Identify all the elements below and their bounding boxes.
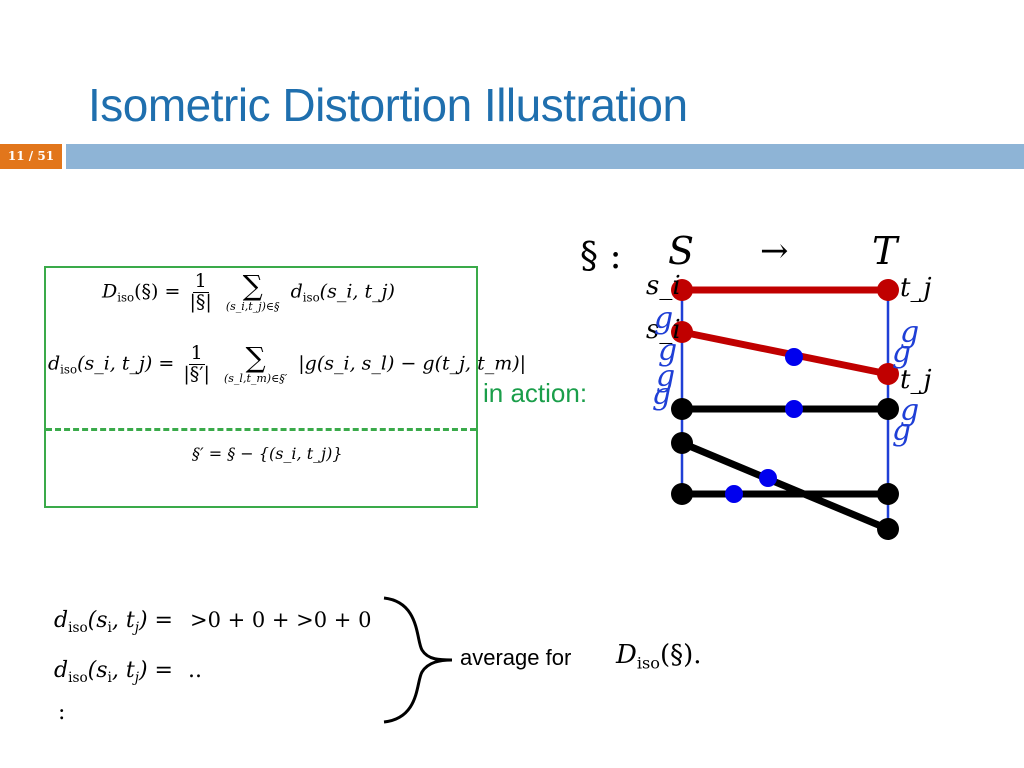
formula-box: Diso(§) = 1|§| ∑(s_i,t_j)∈§ diso(s_i, t_… bbox=[44, 266, 526, 508]
node-s-i-top bbox=[671, 279, 693, 301]
target-label: T bbox=[872, 229, 900, 273]
page-number-badge: 11 / 51 bbox=[0, 144, 62, 169]
g-label-right-3: g bbox=[900, 393, 919, 428]
node-source-5 bbox=[671, 483, 693, 505]
header-rule bbox=[66, 144, 1024, 169]
average-formula: Diso(§). bbox=[616, 640, 702, 673]
match-line-black-2 bbox=[680, 439, 890, 533]
node-source-3 bbox=[671, 398, 693, 420]
arrow-label: → bbox=[760, 231, 789, 271]
row1-values: >0 + 0 + >0 + 0 bbox=[189, 608, 372, 632]
label-t-j-1: t_j bbox=[900, 273, 932, 303]
midpoint-3 bbox=[759, 469, 777, 487]
midpoint-1 bbox=[785, 348, 803, 366]
source-label: S bbox=[668, 229, 694, 273]
g-label-left-4: g bbox=[652, 377, 671, 412]
label-s-i-2: s_i bbox=[646, 315, 681, 345]
row2-values: .. bbox=[187, 658, 202, 683]
bottom-row-3: : bbox=[58, 700, 66, 725]
midpoint-2 bbox=[785, 400, 803, 418]
bottom-row-1: diso(si, tj) = >0 + 0 + >0 + 0 bbox=[54, 608, 372, 636]
g-label-left-1: g bbox=[654, 301, 673, 336]
point-labels: s_i s_i t_j t_j bbox=[646, 271, 932, 395]
average-text: average for bbox=[460, 645, 572, 670]
node-s-i-second bbox=[671, 321, 693, 343]
bottom-row-2: diso(si, tj) = .. bbox=[54, 658, 202, 686]
map-symbol: § : bbox=[580, 236, 622, 277]
g-label-right-2: g bbox=[892, 335, 911, 370]
in-action-label: in action: bbox=[483, 378, 588, 408]
node-t-j-top bbox=[877, 279, 899, 301]
g-label-left-2: g bbox=[658, 333, 677, 368]
formula-D-iso: Diso(§) = 1|§| ∑(s_i,t_j)∈§ diso(s_i, t_… bbox=[102, 269, 395, 313]
curly-brace bbox=[383, 596, 453, 724]
formula-set-difference: §′ = § − {(s_i, t_j)} bbox=[192, 444, 343, 463]
slide-title: Isometric Distortion Illustration bbox=[88, 79, 688, 131]
g-label-right-1: g bbox=[900, 315, 919, 350]
node-t-j-second bbox=[877, 363, 899, 385]
g-label-left-3: g bbox=[656, 359, 675, 394]
label-t-j-2: t_j bbox=[900, 365, 932, 395]
geodesic-g-labels: g g g g g g g g bbox=[652, 301, 919, 448]
label-s-i-1: s_i bbox=[646, 271, 681, 301]
node-target-4 bbox=[877, 518, 899, 540]
formula-d-iso: diso(s_i, t_j) = 1|§′| ∑(s_l,t_m)∈§′ |g(… bbox=[48, 341, 527, 385]
midpoint-4 bbox=[725, 485, 743, 503]
g-label-right-4: g bbox=[892, 413, 911, 448]
node-target-3 bbox=[877, 398, 899, 420]
node-source-4 bbox=[671, 432, 693, 454]
node-target-5 bbox=[877, 483, 899, 505]
match-line-red-2 bbox=[681, 328, 889, 378]
dashed-separator bbox=[46, 428, 476, 431]
